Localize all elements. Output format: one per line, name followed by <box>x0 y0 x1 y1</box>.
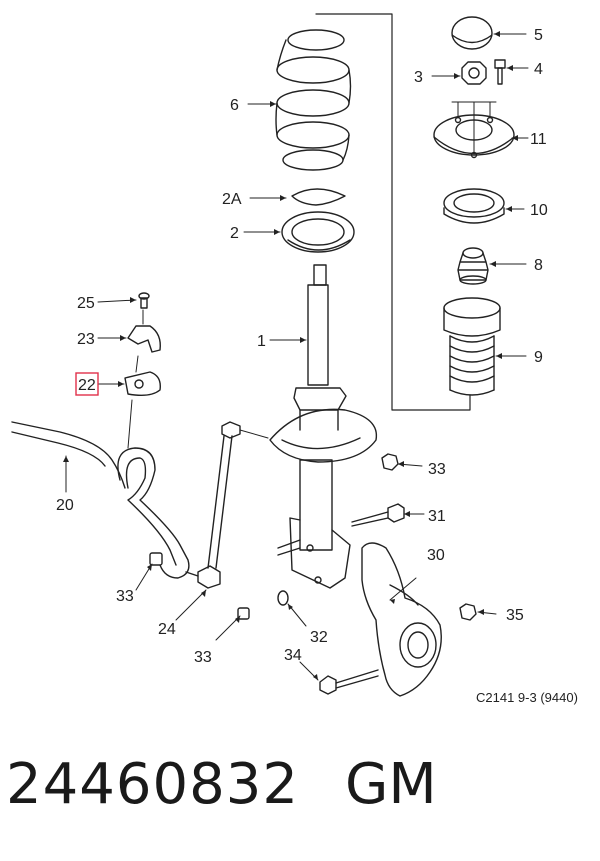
callout-3: 3 <box>414 69 423 86</box>
link-nut-strut <box>381 453 399 471</box>
callout-8: 8 <box>534 257 543 274</box>
callout-25: 25 <box>77 295 95 312</box>
dust-boot <box>443 297 501 396</box>
leader-lines <box>65 33 529 681</box>
callout-2: 2 <box>230 225 239 242</box>
steering-knuckle <box>361 542 442 697</box>
assembly-bracket <box>315 13 471 411</box>
washer <box>277 590 289 606</box>
callout-1: 1 <box>257 333 266 350</box>
bump-stop <box>457 247 489 285</box>
stabilizer-bushing <box>124 371 161 397</box>
callout-31: 31 <box>428 508 446 525</box>
link-nut-lower <box>149 552 163 566</box>
callout-33-bar: 33 <box>116 588 134 605</box>
knuckle-bolt-lower <box>319 669 379 695</box>
knuckle-bolt-upper <box>351 503 405 527</box>
callout-9: 9 <box>534 349 543 366</box>
callout-6: 6 <box>230 97 239 114</box>
callout-22: 22 <box>78 377 96 394</box>
knuckle-nut <box>237 607 250 620</box>
dust-cap <box>451 16 493 50</box>
callout-24: 24 <box>158 621 176 638</box>
callout-23: 23 <box>77 331 95 348</box>
bushing-clamp <box>127 325 161 353</box>
strut <box>269 264 378 589</box>
strut-mount <box>433 101 515 159</box>
mount-bolt <box>494 59 506 85</box>
callout-33-strut: 33 <box>428 461 446 478</box>
callout-30: 30 <box>427 547 445 564</box>
callout-20: 20 <box>56 497 74 514</box>
callout-5: 5 <box>534 27 543 44</box>
callout-33-lower: 33 <box>194 649 212 666</box>
knuckle-nut-right <box>459 603 477 621</box>
spring-ring-2a <box>291 188 346 206</box>
diagram-reference: C2141 9-3 (9440) <box>476 690 578 705</box>
callout-35: 35 <box>506 607 524 624</box>
callout-4: 4 <box>534 61 543 78</box>
callout-2a: 2A <box>222 191 242 208</box>
part-number: 24460832 <box>6 752 300 817</box>
suspension-diagram: 6 2A 2 1 5 3 4 11 10 8 9 25 23 22 20 33 … <box>11 13 578 705</box>
top-nut <box>461 61 487 85</box>
coil-spring <box>275 29 352 171</box>
spring-seat <box>281 211 355 253</box>
manufacturer: GM <box>345 752 437 817</box>
highlight-box <box>75 372 99 396</box>
stabilizer-bar <box>11 421 190 579</box>
clamp-bolt <box>138 292 150 309</box>
callout-10: 10 <box>530 202 548 219</box>
callout-34: 34 <box>284 647 302 664</box>
callout-32: 32 <box>310 629 328 646</box>
strut-bearing <box>443 188 505 224</box>
arrow-heads <box>63 31 518 680</box>
stabilizer-link <box>185 421 269 589</box>
callout-11: 11 <box>530 131 547 148</box>
